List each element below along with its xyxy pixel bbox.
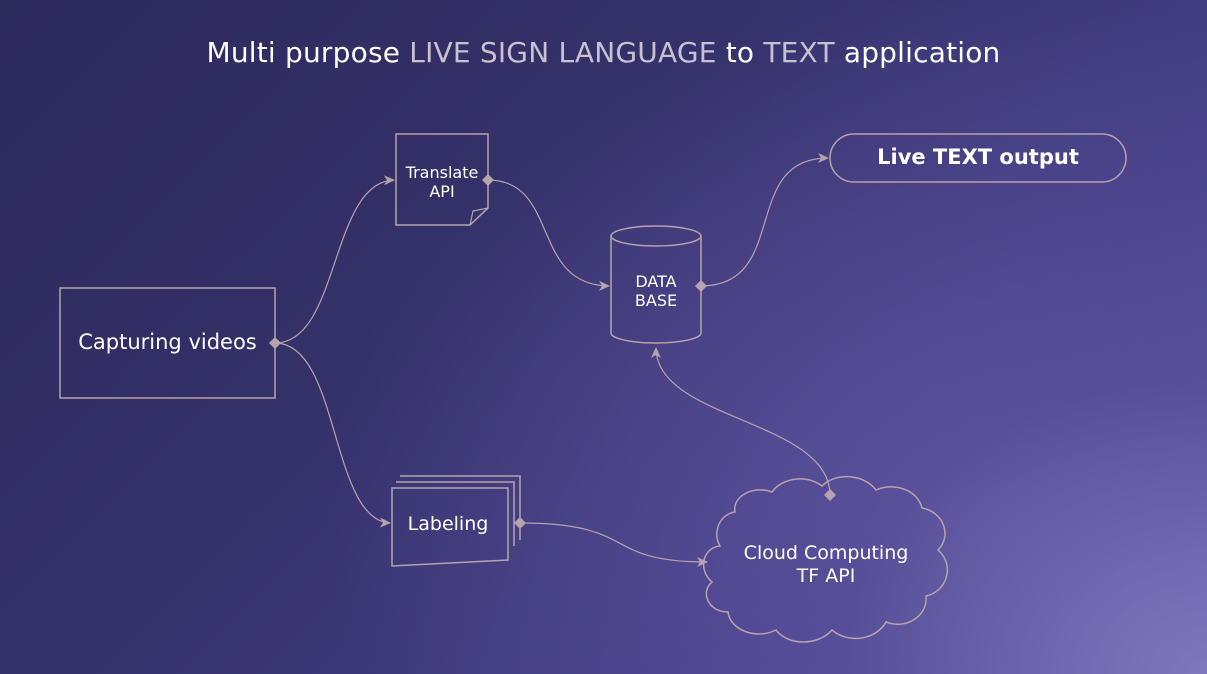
cloud-line1: Cloud Computing: [743, 542, 909, 565]
connector-capture-to-translate: [274, 175, 395, 344]
connector-database-to-output: [700, 153, 829, 287]
database-line1: DATA: [635, 271, 677, 291]
database-line2: BASE: [634, 291, 678, 310]
labeling-label: Labeling: [407, 512, 489, 535]
cloud-shape: [702, 475, 949, 643]
connector-point: [482, 174, 494, 186]
connector-capture-to-labeling: [274, 342, 391, 528]
capturing-videos-label: Capturing videos: [78, 330, 257, 355]
connector-translate-to-database: [487, 179, 610, 291]
connector-point: [514, 517, 526, 529]
translate-api-label: Translate API: [396, 155, 488, 209]
live-text-output-label: Live TEXT output: [877, 145, 1079, 170]
live-text-output-shape: [829, 133, 1127, 183]
connector-point: [695, 280, 707, 292]
cloud-line2: TF API: [796, 565, 856, 587]
database-cylinder: [610, 225, 702, 344]
connector-labeling-to-cloud: [519, 522, 708, 567]
connector-point: [269, 337, 281, 349]
translate-api-line1: Translate: [405, 162, 479, 182]
page-title: Multi purpose LIVE SIGN LANGUAGE to TEXT…: [206, 36, 1001, 69]
database-label: DATA BASE: [612, 262, 700, 320]
cloud-label: Cloud Computing TF API: [716, 534, 936, 596]
translate-api-line2: API: [429, 182, 455, 201]
connector-point: [824, 489, 836, 501]
connector-cloud-to-database: [651, 347, 831, 496]
translate-api-shape: [395, 133, 489, 226]
